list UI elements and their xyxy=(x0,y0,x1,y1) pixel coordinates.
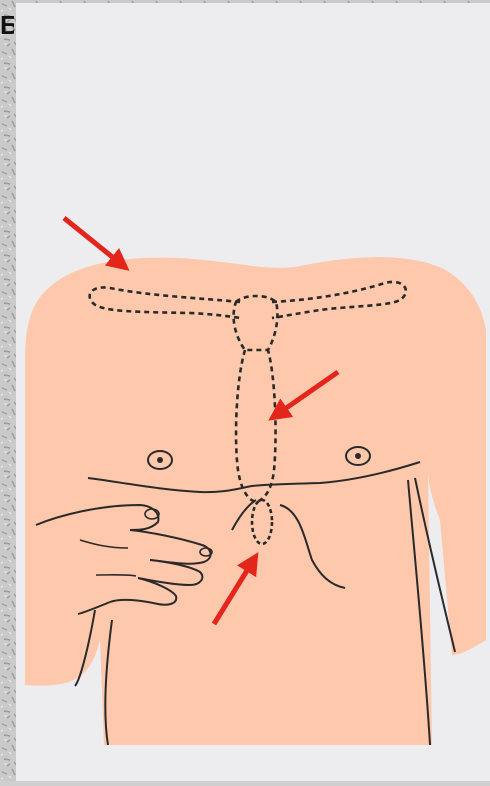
figure-label: Б xyxy=(0,10,14,40)
